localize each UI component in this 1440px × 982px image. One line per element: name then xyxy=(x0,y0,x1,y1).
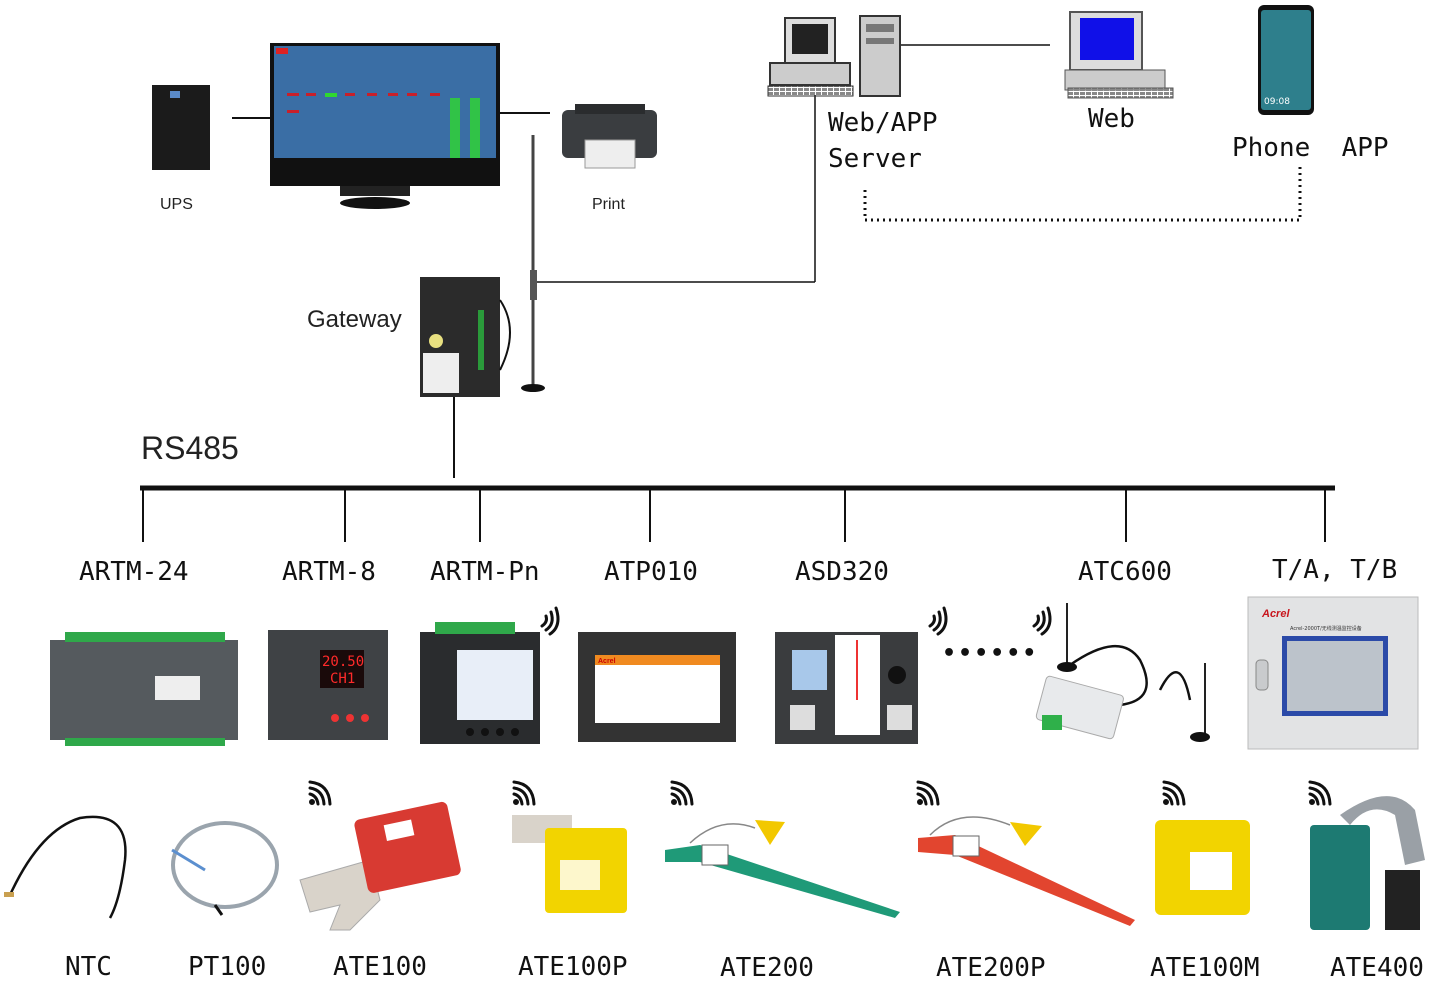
server-label-line1: Web/APP xyxy=(828,108,938,138)
ate400-sensor-icon xyxy=(1310,796,1425,930)
phone-icon: 09:08 xyxy=(1258,5,1314,115)
web-client-computer-icon xyxy=(1064,11,1174,99)
artm-8-display-value: 20.50 xyxy=(322,654,364,670)
sensor-labels: NTC PT100 ATE100 ATE100P ATE200 ATE200P … xyxy=(65,952,1424,982)
wifi-signal-icon xyxy=(928,606,948,636)
ate100-sensor-icon xyxy=(299,801,461,931)
web-label: Web xyxy=(1088,104,1135,134)
ate100m-sensor-icon xyxy=(1155,820,1250,915)
bus-drops xyxy=(142,488,1326,542)
ate200p-sensor-icon xyxy=(918,816,1135,926)
print-label: Print xyxy=(592,196,625,213)
ta-tb-brand: Acrel xyxy=(1261,608,1290,620)
wifi-signal-icon xyxy=(540,606,560,636)
wifi-signal-icon xyxy=(1308,780,1332,806)
ups-icon xyxy=(152,85,210,170)
server-computer-icon xyxy=(767,15,901,97)
phone-app-dotted-link xyxy=(863,165,1302,222)
sensor-label-ate400: ATE400 xyxy=(1330,953,1424,982)
artm-8-device-icon: 20.50 CH1 xyxy=(268,630,388,740)
phone-time: 09:08 xyxy=(1264,97,1290,107)
atp010-device-icon: Acrel xyxy=(578,632,736,742)
wifi-signal-icon xyxy=(308,780,332,806)
device-labels: ARTM-24 ARTM-8 ARTM-Pn ATP010 ASD320 ATC… xyxy=(79,555,1397,587)
ta-tb-title: Acrel-2000T/无线测温监控设备 xyxy=(1290,625,1362,632)
ta-tb-cabinet-icon: Acrel Acrel-2000T/无线测温监控设备 xyxy=(1247,596,1419,750)
atp010-brand: Acrel xyxy=(598,658,616,665)
device-label-artm-24: ARTM-24 xyxy=(79,557,189,587)
connection-lines xyxy=(140,44,1335,542)
sensor-label-ate100m: ATE100M xyxy=(1150,953,1260,982)
sensor-label-ate200p: ATE200P xyxy=(936,953,1046,982)
ate100p-sensor-icon xyxy=(512,815,627,913)
device-label-artm-8: ARTM-8 xyxy=(282,557,376,587)
device-label-asd320: ASD320 xyxy=(795,557,889,587)
wireless-icons xyxy=(308,606,1332,806)
printer-icon xyxy=(562,104,657,169)
ellipsis-more-devices: •••••• xyxy=(942,641,1038,666)
ups-label: UPS xyxy=(160,196,193,213)
server-label-line2: Server xyxy=(828,144,922,174)
device-label-ta-tb: T/A, T/B xyxy=(1272,555,1397,585)
wifi-signal-icon xyxy=(1032,606,1052,636)
device-label-atp010: ATP010 xyxy=(604,557,698,587)
sensor-label-ate100: ATE100 xyxy=(333,952,427,982)
sensor-label-ntc: NTC xyxy=(65,952,112,982)
wifi-signal-icon xyxy=(512,780,536,806)
ntc-sensor-icon xyxy=(4,815,127,919)
atc600-device-icon xyxy=(1035,603,1210,742)
ate200-sensor-icon xyxy=(665,820,900,918)
device-label-atc600: ATC600 xyxy=(1078,557,1172,587)
artm-8-display-channel: CH1 xyxy=(330,671,355,687)
device-label-artm-pn: ARTM-Pn xyxy=(430,557,540,587)
asd320-device-icon xyxy=(775,632,918,744)
pt100-sensor-icon xyxy=(171,821,279,916)
artm-24-device-icon xyxy=(50,632,238,746)
sensor-label-pt100: PT100 xyxy=(188,952,266,982)
rs485-label: RS485 xyxy=(141,430,239,466)
gateway-device-icon xyxy=(420,277,511,397)
wifi-signal-icon xyxy=(1162,780,1186,806)
artm-pn-device-icon xyxy=(420,622,540,744)
wifi-signal-icon xyxy=(916,780,940,806)
sensor-label-ate200: ATE200 xyxy=(720,953,814,982)
gateway-label: Gateway xyxy=(307,306,402,333)
monitor-icon xyxy=(270,43,500,209)
sensor-label-ate100p: ATE100P xyxy=(518,952,628,982)
phone-app-label: Phone APP xyxy=(1232,133,1389,163)
antenna-icon xyxy=(521,135,545,392)
wifi-signal-icon xyxy=(670,780,694,806)
